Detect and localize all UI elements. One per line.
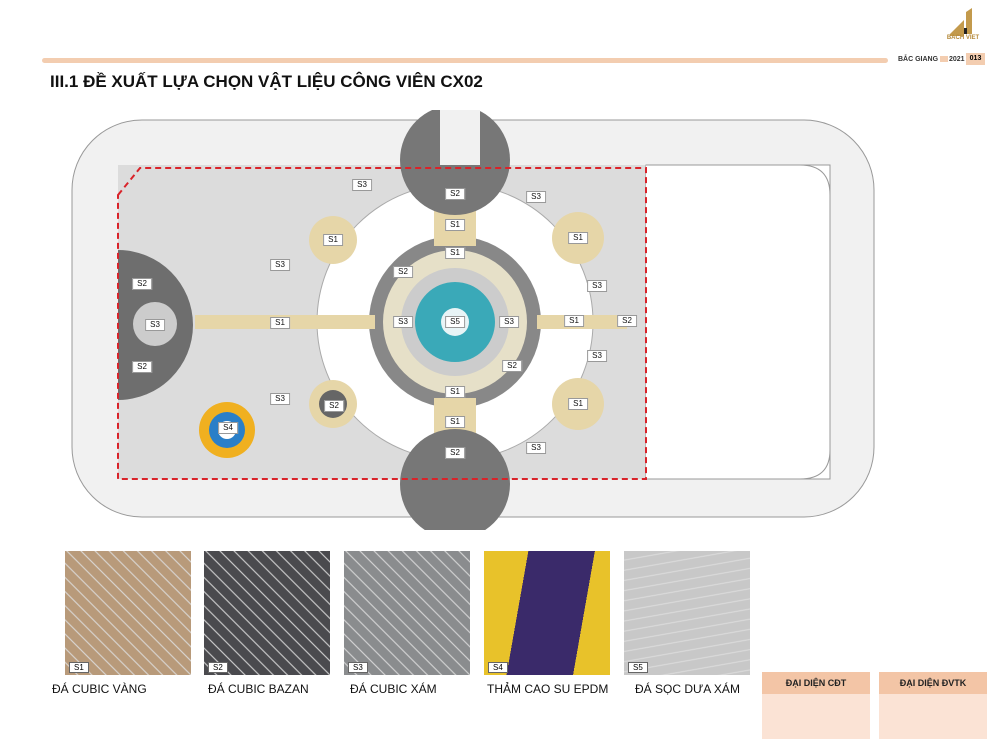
header-location: BẮC GIANG xyxy=(898,56,949,63)
material-swatch-s3: S3 xyxy=(344,551,470,675)
plan-material-label: S3 xyxy=(499,316,519,328)
plan-material-label: S1 xyxy=(323,234,343,246)
header-divider xyxy=(42,58,888,63)
material-caption: THẢM CAO SU EPDM xyxy=(487,682,609,696)
plan-material-label: S1 xyxy=(568,232,588,244)
plan-material-label: S3 xyxy=(587,350,607,362)
header-year: 2021 xyxy=(949,56,965,63)
plan-material-label: S3 xyxy=(352,179,372,191)
material-swatch-s2: S2 xyxy=(204,551,330,675)
swatch-code: S1 xyxy=(69,662,89,673)
bach-viet-logo xyxy=(950,8,972,36)
swatch-code: S3 xyxy=(348,662,368,673)
page-number: 013 xyxy=(966,53,985,65)
plan-material-label: S1 xyxy=(568,398,588,410)
material-caption: ĐÁ SỌC DƯA XÁM xyxy=(635,682,740,696)
owner-signature-box: ĐẠI DIỆN CĐT xyxy=(762,672,870,739)
plan-material-label: S1 xyxy=(445,386,465,398)
plan-material-label: S3 xyxy=(526,191,546,203)
logo-text: BACH VIET xyxy=(946,35,980,41)
plan-material-label: S2 xyxy=(324,400,344,412)
swatch-code: S5 xyxy=(628,662,648,673)
material-swatch-s5: S5 xyxy=(624,551,750,675)
plan-material-label: S1 xyxy=(564,315,584,327)
location-text: BẮC GIANG xyxy=(898,56,939,63)
plan-material-label: S1 xyxy=(270,317,290,329)
swatch-code: S4 xyxy=(488,662,508,673)
plan-material-label: S1 xyxy=(445,247,465,259)
page-title: III.1 ĐỀ XUẤT LỰA CHỌN VẬT LIỆU CÔNG VIÊ… xyxy=(50,72,483,91)
material-caption: ĐÁ CUBIC XÁM xyxy=(350,682,437,696)
material-swatch-s1: S1 xyxy=(65,551,191,675)
owner-signature-label: ĐẠI DIỆN CĐT xyxy=(762,672,870,694)
plan-material-label: S3 xyxy=(270,259,290,271)
plan-material-label: S3 xyxy=(145,319,165,331)
plan-material-label: S2 xyxy=(502,360,522,372)
swatch-code: S2 xyxy=(208,662,228,673)
plan-material-label: S2 xyxy=(132,278,152,290)
plan-material-label: S1 xyxy=(445,416,465,428)
plan-material-label: S2 xyxy=(132,361,152,373)
plan-material-label: S1 xyxy=(445,219,465,231)
plan-material-label: S4 xyxy=(218,422,238,434)
plan-material-label: S2 xyxy=(617,315,637,327)
designer-signature-box: ĐẠI DIỆN ĐVTK xyxy=(879,672,987,739)
designer-signature-label: ĐẠI DIỆN ĐVTK xyxy=(879,672,987,694)
plan-material-label: S3 xyxy=(270,393,290,405)
plan-material-label: S3 xyxy=(587,280,607,292)
material-caption: ĐÁ CUBIC BAZAN xyxy=(208,682,309,696)
plan-material-label: S2 xyxy=(393,266,413,278)
plan-material-label: S3 xyxy=(526,442,546,454)
plan-material-label: S5 xyxy=(445,316,465,328)
material-swatch-s4: S4 xyxy=(484,551,610,675)
site-plan xyxy=(71,110,875,530)
plan-material-label: S3 xyxy=(393,316,413,328)
plan-material-label: S2 xyxy=(445,447,465,459)
plan-material-label: S2 xyxy=(445,188,465,200)
material-caption: ĐÁ CUBIC VÀNG xyxy=(52,682,147,696)
